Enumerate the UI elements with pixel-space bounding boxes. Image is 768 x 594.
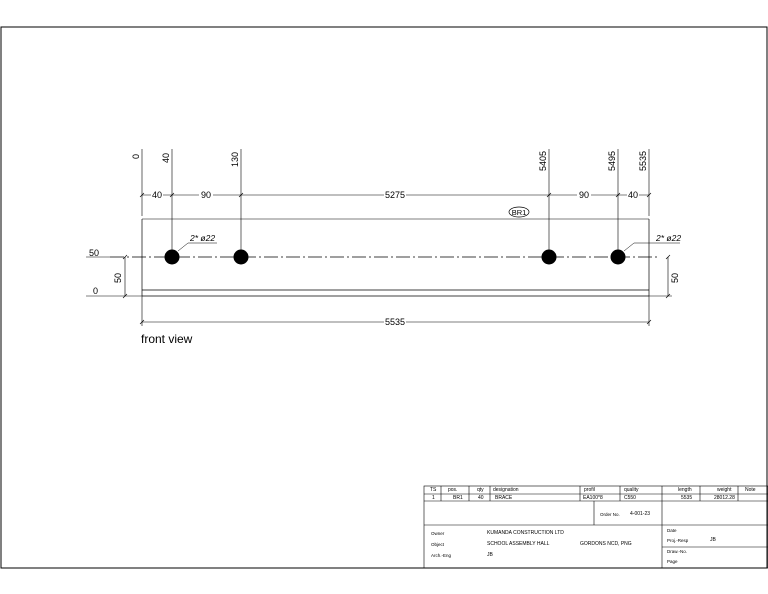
bolt-hole-marker [233,249,249,265]
date-label: Date [667,528,677,533]
object-label: Object [431,542,445,547]
header-weight: weight [717,487,732,493]
level-label: 50 [89,248,99,258]
header-pos: pos. [448,487,458,493]
chain-label: 90 [579,190,589,200]
cell-qty: 40 [478,495,484,501]
title-block: TS pos. qty designation profil quality l… [424,486,768,568]
height-label-left: 50 [113,273,123,283]
header-length: length [678,487,692,493]
ordinate-label: 5405 [538,151,548,171]
tick-mark [122,254,128,260]
tick-mark [122,293,128,299]
header-quality: quality [624,487,639,493]
top-ordinate-dimensions [141,149,650,256]
sheet-border [0,26,768,569]
cell-ts: 1 [432,495,435,501]
object: SCHOOL ASSEMBLY HALL [487,541,550,547]
cell-weight: 28012.28 [714,495,735,501]
ordinate-label: 130 [230,152,240,167]
brace-front-view [86,218,680,297]
cell-quality: C550 [624,495,636,501]
ordinate-label: 0 [131,154,141,159]
owner: KUMANDA CONSTRUCTION LTD [487,530,564,536]
header-note: Note [745,487,756,493]
title-block-grid [423,485,768,569]
cell-profil: EA100*8 [583,495,603,501]
bolt-hole-marker [610,249,626,265]
tick-mark [646,192,652,198]
proj: JB [710,537,716,543]
chain-label: 40 [152,190,162,200]
draw-label: Draw.-No. [667,549,688,554]
header-ts: TS [430,487,437,493]
bolt-hole-marker [164,249,180,265]
ordinate-label: 5535 [638,151,648,171]
hole-note: 2* ø22 [189,233,215,243]
arch: JB [487,552,493,558]
hole-leader-left [177,242,189,252]
cell-pos: BR1 [453,495,463,501]
arch-label: Arch.-Eng [431,553,452,558]
cell-designation: BRACE [495,495,513,501]
part-tag-bubble [508,206,530,218]
tick-mark [615,192,621,198]
hole-leader-right [623,242,635,252]
header-profil: profil [584,487,595,493]
header-designation: designation [493,487,519,493]
chain-label: 90 [201,190,211,200]
level-label: 0 [93,286,98,296]
ordinate-label: 5495 [607,151,617,171]
ordinate-label: 40 [161,153,171,163]
part-tag: BR1 [512,208,527,217]
tick-mark [238,192,244,198]
location: GORDONS NCD, PNG [580,541,632,547]
tick-mark [169,192,175,198]
tick-mark [139,319,145,325]
order-no: 4-001-23 [630,511,651,517]
hole-note: 2* ø22 [655,233,681,243]
page-label: Page [667,559,678,564]
tick-mark [665,254,671,260]
chain-label: 5275 [385,190,405,200]
height-dimensions [122,254,672,299]
bolt-hole-marker [541,249,557,265]
owner-label: Owner [431,531,445,536]
view-label: front view [141,332,193,346]
overall-length-label: 5535 [385,317,405,327]
proj-label: Proj.-Resp [667,538,689,543]
height-label-right: 50 [670,273,680,283]
tick-mark [139,192,145,198]
chain-label: 40 [628,190,638,200]
tick-mark [546,192,552,198]
tick-mark [665,293,671,299]
order-no-label: Order No. [600,512,620,517]
cell-length: 5535 [681,495,693,501]
tick-mark [646,319,652,325]
header-qty: qty [477,487,484,493]
